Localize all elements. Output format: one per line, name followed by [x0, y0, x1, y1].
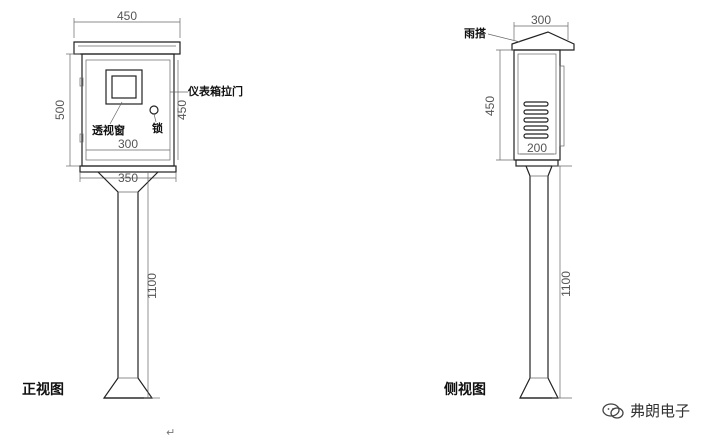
front-dim-height: 500 [53, 100, 67, 120]
wechat-icon [602, 402, 624, 419]
front-dim-base-width: 350 [118, 171, 138, 185]
side-dim-height: 450 [483, 96, 497, 116]
return-mark: ↵ [166, 426, 176, 439]
front-dim-inner-height: 450 [175, 100, 189, 120]
side-vents [523, 101, 549, 139]
front-view-title: 正视图 [22, 381, 64, 398]
front-label-door: 仪表箱拉门 [187, 84, 243, 98]
front-label-lock: 锁 [152, 121, 163, 135]
side-view-title: 侧视图 [444, 381, 486, 398]
front-window-glass [111, 75, 137, 99]
front-lock [149, 105, 159, 115]
front-base-plate [79, 165, 177, 173]
front-dim-inner-width: 300 [118, 137, 138, 151]
side-view: 300 雨搭 450 200 [444, 13, 575, 399]
front-label-window: 透视窗 [92, 123, 125, 137]
side-dim-bottom-width: 200 [527, 141, 547, 155]
front-window-frame [105, 69, 143, 105]
side-label-canopy: 雨搭 [464, 26, 487, 40]
front-dim-pole: 1100 [145, 273, 159, 299]
watermark: 弗朗电子 [602, 400, 690, 421]
front-box-door [85, 59, 171, 161]
front-view: 450 透视窗 锁 仪表箱拉门 500 450 300 [22, 9, 243, 399]
side-dim-pole: 1100 [559, 271, 573, 297]
side-canopy [511, 31, 575, 51]
side-pole [519, 165, 559, 399]
watermark-text: 弗朗电子 [629, 402, 690, 420]
front-roof [73, 41, 181, 55]
side-dim-top-width: 300 [531, 13, 551, 27]
front-dim-top-width: 450 [117, 9, 137, 23]
